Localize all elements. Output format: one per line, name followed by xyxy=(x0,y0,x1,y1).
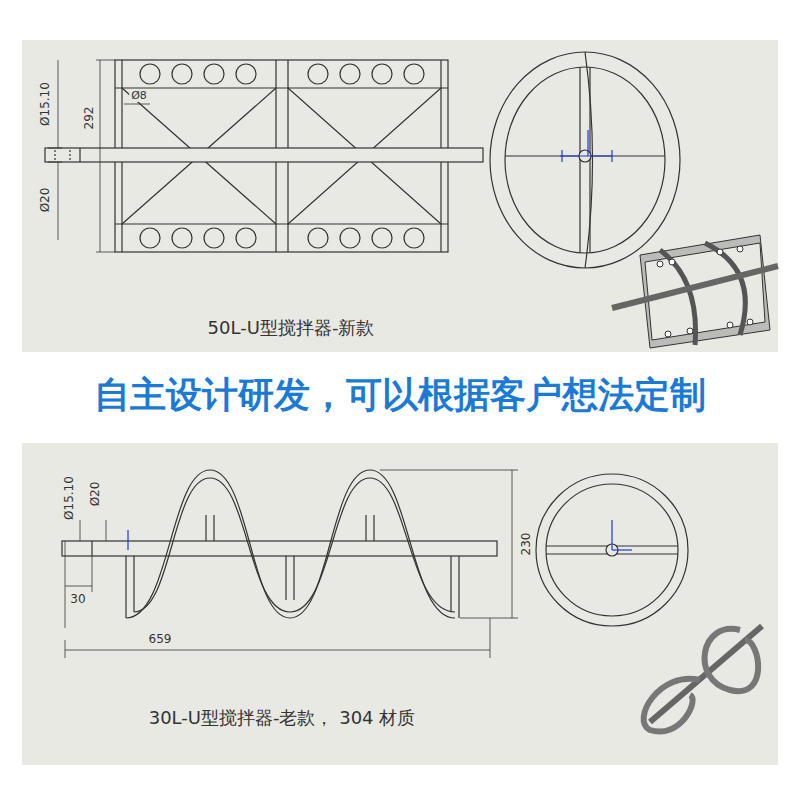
frame-mixer xyxy=(45,60,483,252)
dimension-text: Ø20 xyxy=(39,186,52,215)
frame-3d-view xyxy=(612,235,778,348)
ring-end-view xyxy=(490,52,680,268)
panel xyxy=(22,40,778,352)
dimension-text: Ø8 xyxy=(129,90,149,102)
dimension-text: Ø20 xyxy=(89,480,102,509)
caption-text: 30L-U型搅拌器-老款， 304 材质 xyxy=(147,708,418,728)
helix-3d-view xyxy=(644,626,762,732)
dimension-text: Ø15.10 xyxy=(63,474,76,522)
helix-mixer xyxy=(62,470,497,618)
dimension-lines xyxy=(48,60,150,252)
dimension-text: 230 xyxy=(520,531,533,558)
panel xyxy=(22,443,778,765)
dimension-text: 292 xyxy=(83,105,96,132)
dimension-text: 30 xyxy=(68,593,87,606)
dimension-text: Ø15.10 xyxy=(39,80,52,128)
dimension-text: 659 xyxy=(147,633,174,646)
banner-title: 自主设计研发，可以根据客户想法定制 xyxy=(94,373,706,416)
dimension-lines xyxy=(65,470,518,658)
ring-end-view xyxy=(536,474,688,626)
caption-text: 50L-U型搅拌器-新款 xyxy=(206,318,377,338)
